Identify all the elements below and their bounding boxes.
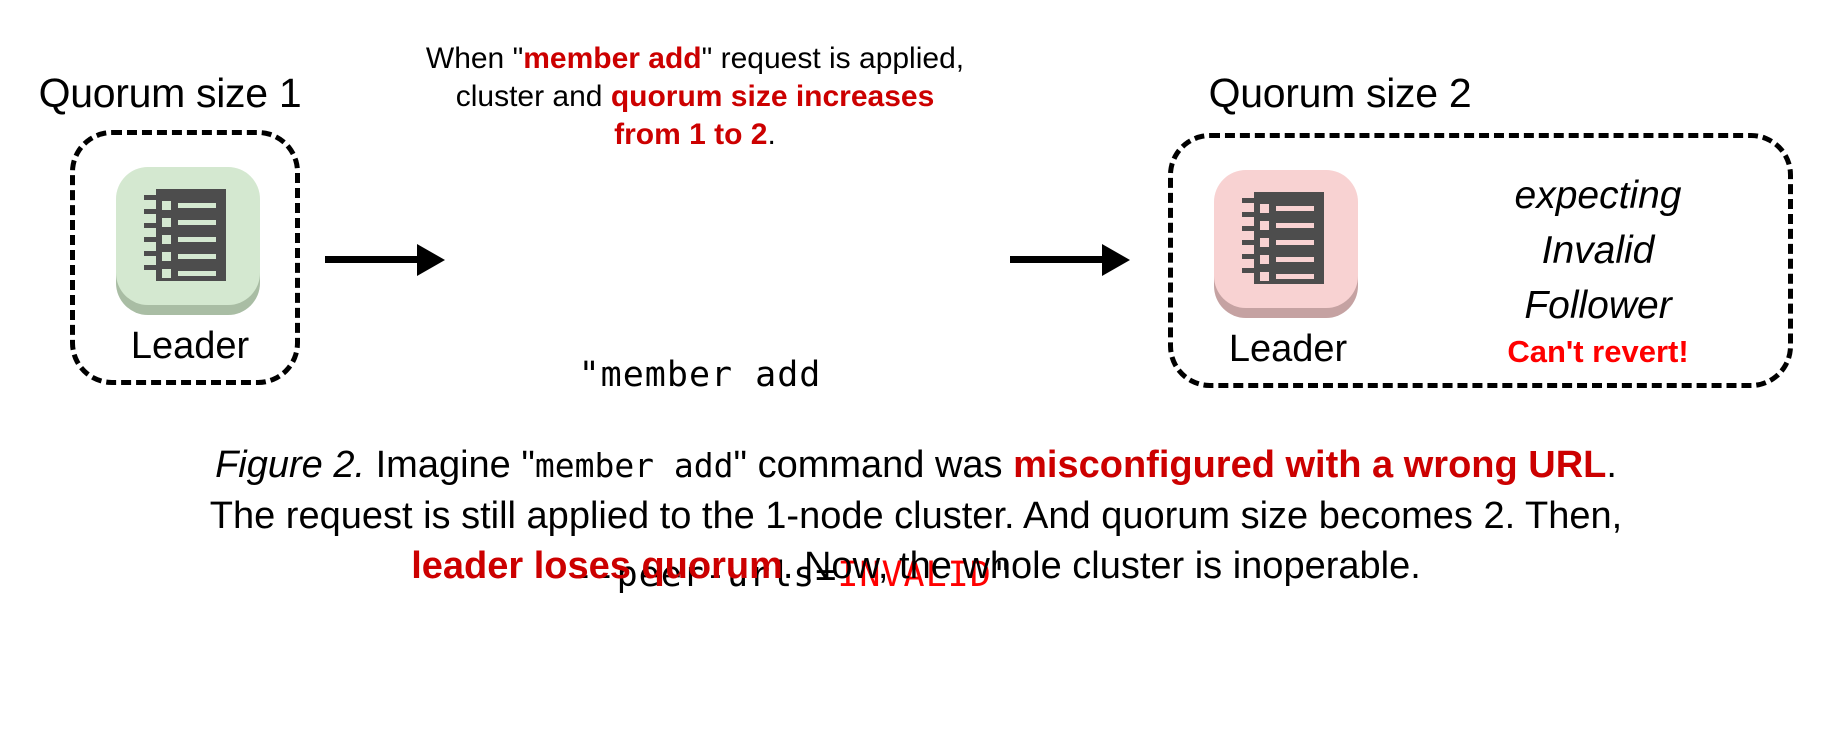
annotation-line-2: cluster and quorum size increases (400, 78, 990, 116)
caption-seg-1: Imagine " (365, 444, 535, 486)
server-icon-bar (178, 254, 216, 259)
server-icon-led (1260, 272, 1269, 281)
server-icon-bar (178, 237, 216, 242)
server-icon-tick (144, 265, 157, 270)
server-icon-tick (1242, 254, 1255, 259)
server-icon-led (162, 201, 171, 210)
caption-figure-number: Figure 2. (215, 444, 366, 486)
arrow-right-icon (325, 240, 455, 280)
command-line-2: --peer-urls=INVALID" (440, 500, 1012, 650)
server-icon-tick (144, 195, 157, 200)
server-icon-led (162, 235, 171, 244)
status-line-2: Invalid (1541, 229, 1655, 272)
command-quote-close: " (991, 555, 1014, 595)
caption-seg-2: " command was (733, 444, 1014, 486)
server-icon (112, 163, 264, 315)
follower-status: expecting Invalid Follower (1413, 168, 1783, 333)
server-icon-bar (178, 220, 216, 225)
server-icon-bar (1276, 257, 1314, 262)
annotation-l1-pre: When " (425, 42, 524, 75)
server-icon-led (1260, 238, 1269, 247)
server-icon-tick (144, 223, 157, 228)
server-icon-tick (144, 251, 157, 256)
caption-red-1: misconfigured with a wrong URL (1013, 444, 1607, 486)
caption-line-1: Figure 2. Imagine "member add" command w… (0, 440, 1832, 491)
server-icon-bar (178, 271, 216, 276)
right-cluster-box: Leader expecting Invalid Follower Can't … (1168, 133, 1793, 388)
server-icon-bar (1276, 240, 1314, 245)
command-text: "member add --peer-urls=INVALID" (440, 250, 1012, 750)
server-icon-led (1260, 204, 1269, 213)
server-icon-led (162, 269, 171, 278)
annotation-l1-post: " request is applied, (701, 42, 965, 75)
caption-mono-command: member add (534, 446, 734, 485)
caption-red-2: leader loses quorum (411, 545, 783, 587)
command-invalid-value: INVALID (837, 555, 992, 595)
server-icon-tick (1242, 268, 1255, 273)
caption-line-2: The request is still applied to the 1-no… (209, 495, 1623, 537)
server-icon-led (162, 252, 171, 261)
server-icon-tick (1242, 198, 1255, 203)
caption-line-3: leader loses quorum. Now, the whole clus… (0, 541, 1832, 591)
left-cluster-box: Leader (70, 130, 300, 385)
annotation-line-1: When "member add" request is applied, (400, 40, 990, 78)
left-cluster-title: Quorum size 1 (38, 70, 302, 116)
annotation-l1-highlight: member add (523, 42, 702, 75)
command-flag: --peer-urls= (572, 555, 838, 595)
server-icon-tick (1242, 240, 1255, 245)
right-node-label: Leader (1228, 328, 1348, 370)
left-node-label: Leader (130, 325, 250, 367)
caption-seg-3: . (1606, 444, 1617, 486)
right-cluster-title: Quorum size 2 (1208, 70, 1472, 116)
annotation-text: When "member add" request is applied, cl… (400, 40, 990, 154)
server-icon (1210, 166, 1362, 318)
server-icon-led (1260, 221, 1269, 230)
server-icon-bar (1276, 223, 1314, 228)
server-icon-tick (1242, 212, 1255, 217)
command-line-1: "member add (578, 355, 822, 395)
annotation-line-3: from 1 to 2. (400, 116, 990, 154)
arrow-right-icon (1010, 240, 1140, 280)
annotation-l3-highlight: from 1 to 2 (614, 118, 768, 151)
server-icon-led (1260, 255, 1269, 264)
annotation-l3-post: . (767, 118, 776, 151)
server-icon-tick (144, 237, 157, 242)
status-line-3: Follower (1524, 284, 1672, 327)
server-icon-tick (144, 209, 157, 214)
caption-seg-4: . Now, the whole cluster is inoperable. (782, 545, 1421, 587)
status-line-1: expecting (1514, 174, 1682, 217)
server-icon-bar (178, 203, 216, 208)
cant-revert-warning: Can't revert! (1507, 334, 1689, 369)
server-icon-bar (1276, 206, 1314, 211)
figure-caption: Figure 2. Imagine "member add" command w… (0, 440, 1832, 591)
server-icon-tick (1242, 226, 1255, 231)
server-icon-bar (1276, 274, 1314, 279)
annotation-l2-highlight: quorum size increases (610, 80, 935, 113)
server-icon-led (162, 218, 171, 227)
annotation-l2-pre: cluster and (455, 80, 611, 113)
